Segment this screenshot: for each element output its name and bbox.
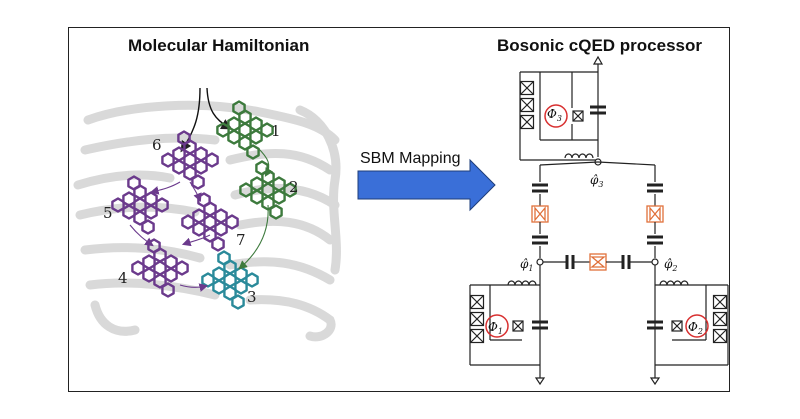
chromophore-7: [181, 192, 239, 252]
tunable-coupler: [646, 205, 664, 223]
node-number-1: 1: [271, 122, 281, 140]
flux-loop-icon: [544, 104, 568, 128]
protein-strand: [75, 202, 200, 220]
protein-strand: [235, 216, 335, 245]
flux-label-3: Φ3: [547, 107, 562, 123]
cqed-circuit: [469, 55, 729, 386]
tunable-coupler: [589, 253, 607, 271]
protein-strand: [83, 100, 340, 145]
protein-strand: [295, 105, 341, 275]
protein-strand: [80, 243, 205, 263]
node-number-7: 7: [236, 231, 246, 249]
chromophore-4: [131, 238, 189, 298]
node-number-5: 5: [103, 204, 113, 222]
protein-strand: [80, 133, 220, 155]
protein-strand: [230, 184, 340, 210]
chromophore-numbers: 1 2 3 4 5 6 7: [103, 122, 299, 306]
chromophore-1: [216, 100, 274, 160]
circuit-labels: φ̂3 φ̂1 φ̂2 Φ3 Φ1 Φ2: [488, 107, 703, 336]
node-phi-1: φ̂1: [520, 257, 534, 273]
protein-strand: [73, 170, 175, 190]
flux-loop-icon: [685, 314, 709, 338]
node-number-4: 4: [118, 269, 128, 287]
protein-strand: [225, 149, 335, 175]
sbm-mapping-arrow: [357, 158, 496, 212]
chromophore-2: [239, 160, 297, 220]
node-number-3: 3: [247, 288, 257, 306]
chromophore-clusters: [111, 100, 297, 310]
flux-label-2: Φ2: [688, 320, 703, 336]
sbm-mapping-label: SBM Mapping: [360, 150, 461, 167]
flux-label-1: Φ1: [488, 320, 503, 336]
chromophore-3: [201, 250, 259, 310]
protein-strand: [85, 278, 220, 300]
protein-strand: [90, 300, 140, 336]
cqed-processor-title: Bosonic cQED processor: [497, 36, 703, 55]
figure-frame: [68, 27, 730, 392]
tunable-coupler: [531, 205, 549, 223]
node-number-2: 2: [289, 178, 299, 196]
transfer-arrows: [129, 147, 274, 292]
node-number-6: 6: [152, 136, 162, 154]
node-phi-2: φ̂2: [664, 257, 678, 273]
node-phi-3: φ̂3: [590, 173, 604, 189]
molecular-hamiltonian-title: Molecular Hamiltonian: [128, 36, 310, 55]
flux-loop-icon: [485, 314, 509, 338]
protein-strand: [245, 295, 336, 342]
chromophore-6: [161, 130, 219, 190]
protein-ribbon: [73, 100, 341, 342]
chromophore-5: [111, 175, 169, 235]
